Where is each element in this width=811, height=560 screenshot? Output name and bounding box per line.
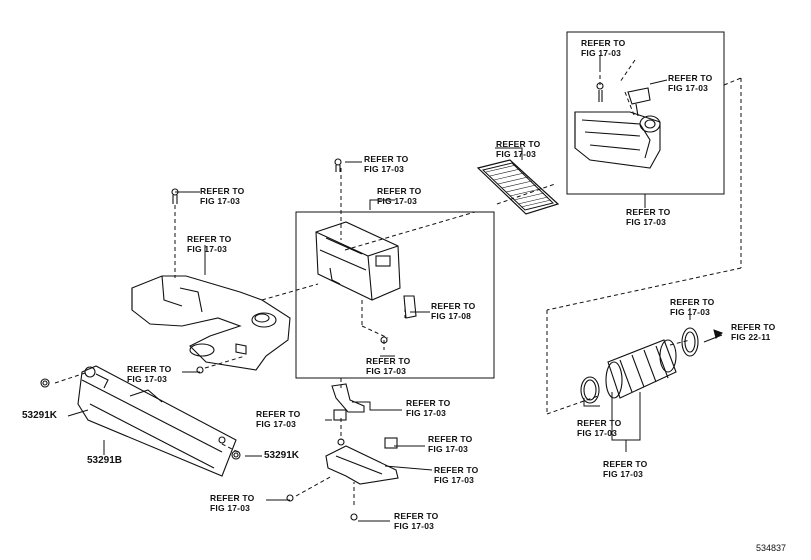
throttle-body-drawing [574, 82, 661, 169]
part-number-clip-lower[interactable]: 53291K [264, 450, 300, 461]
air-cleaner-frame [295, 211, 495, 379]
air-hose-drawing [580, 327, 699, 404]
bracket-drawing [196, 158, 399, 521]
direction-arrow [713, 329, 723, 339]
diagram-code: 534837 [756, 543, 787, 553]
part-number-clip-upper[interactable]: 53291K [22, 410, 58, 421]
duct-seal-drawing [40, 365, 241, 477]
air-filter-element-drawing [476, 159, 560, 215]
dashed-guides [54, 59, 742, 505]
inlet-duct-drawing [131, 188, 291, 371]
part-number-seal[interactable]: 53291B [87, 455, 123, 466]
air-cleaner-case-drawing [315, 221, 417, 344]
leader-lines [67, 55, 723, 522]
